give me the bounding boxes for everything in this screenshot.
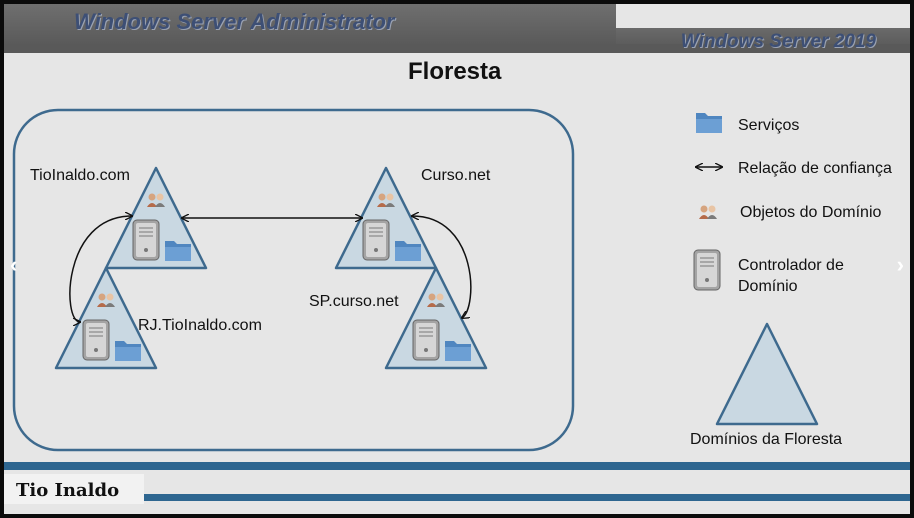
legend-trust: Relação de confiança — [738, 160, 892, 177]
legend-server-icon — [693, 249, 721, 291]
footer-box — [4, 474, 144, 504]
prev-slide-button[interactable]: ‹ — [10, 252, 18, 277]
label-curso: Curso.net — [421, 167, 491, 184]
footer-band — [4, 462, 910, 470]
header-title: Windows Server Administrator — [74, 9, 395, 34]
trust-arrow-right — [412, 216, 472, 318]
trust-arrow-left — [69, 216, 132, 322]
label-tioinaldo: TioInaldo.com — [30, 167, 130, 184]
footer-author: Tio Inaldo — [16, 480, 120, 501]
legend-objects: Objetos do Domínio — [740, 204, 882, 221]
header-bar-lower — [4, 44, 910, 53]
forest-diagram — [12, 108, 819, 452]
legend-folder-icon — [696, 113, 722, 133]
header-subtitle: Windows Server 2019 — [680, 31, 876, 52]
legend-forest-domains: Domínios da Floresta — [690, 431, 843, 448]
legend-users-icon — [699, 205, 717, 219]
next-slide-button[interactable]: › — [896, 252, 904, 277]
slide-title: Floresta — [408, 58, 502, 85]
forest-boundary — [12, 108, 575, 452]
label-rj: RJ.TioInaldo.com — [138, 317, 262, 334]
legend-controller: Controlador de Domínio — [738, 257, 844, 295]
footer-line — [144, 494, 910, 501]
header-bar — [4, 4, 616, 44]
slide: Windows Server Administrator Windows Ser… — [4, 4, 910, 514]
legend-triangle-icon — [715, 322, 819, 426]
legend-services: Serviços — [738, 117, 800, 134]
label-sp: SP.curso.net — [309, 293, 399, 310]
